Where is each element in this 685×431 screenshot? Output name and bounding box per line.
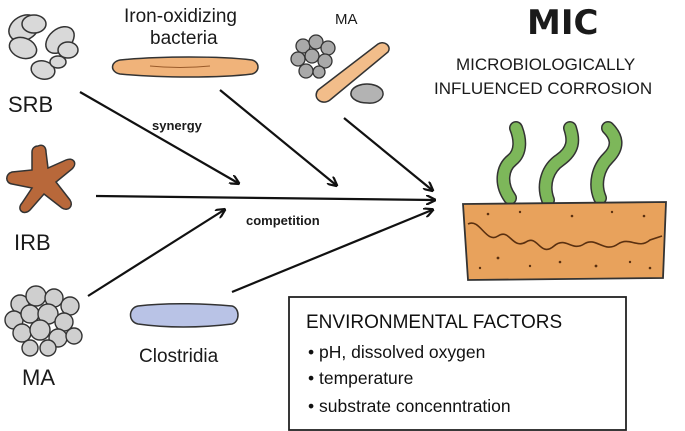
arrow-clostridia-to-mic bbox=[231, 210, 432, 294]
env-factor-item: • substrate concenntration bbox=[308, 396, 511, 416]
iron-bacteria-label-line1: Iron-oxidizing bbox=[124, 6, 237, 27]
clostridia-label: Clostridia bbox=[139, 346, 219, 367]
interaction-arrows bbox=[79, 89, 434, 297]
ma-cluster-left-icon bbox=[4, 285, 83, 357]
env-factors-title: ENVIRONMENTAL FACTORS bbox=[306, 312, 562, 333]
arrow-irb-to-mic bbox=[95, 194, 434, 200]
biofilm-filaments-icon bbox=[496, 121, 623, 207]
iron-bacteria-detail bbox=[149, 65, 211, 68]
synergy-label: synergy bbox=[152, 118, 203, 133]
ma-left-label: MA bbox=[22, 365, 55, 390]
ma-top-blob-icon bbox=[350, 83, 384, 104]
ma-top-label: MA bbox=[335, 11, 358, 28]
mic-subtitle-line2: INFLUENCED CORROSION bbox=[434, 79, 652, 98]
irb-label: IRB bbox=[14, 230, 51, 255]
clostridia-rod-icon bbox=[129, 302, 239, 328]
competition-label: competition bbox=[246, 213, 320, 228]
srb-bacteria-icon bbox=[8, 14, 79, 80]
mic-subtitle-line1: MICROBIOLOGICALLY bbox=[456, 55, 635, 74]
arrow-iron-to-junction bbox=[219, 89, 336, 185]
arrow-ma-top-to-mic bbox=[343, 117, 432, 190]
corrosion-pits-icon bbox=[478, 210, 652, 270]
corrosion-line-icon bbox=[467, 222, 663, 251]
irb-bacteria-icon bbox=[6, 144, 76, 214]
ma-top-rod-icon bbox=[315, 41, 390, 103]
mic-title: MIC bbox=[527, 3, 598, 43]
environmental-factors-box bbox=[288, 296, 627, 431]
iron-bacteria-label-line2: bacteria bbox=[150, 28, 218, 49]
srb-label: SRB bbox=[8, 92, 53, 117]
arrow-ma-to-junction bbox=[87, 210, 224, 297]
env-factor-item: • pH, dissolved oxygen bbox=[308, 342, 485, 362]
env-factor-item: • temperature bbox=[308, 368, 413, 388]
metal-substrate-icon bbox=[462, 201, 667, 281]
ma-top-cluster-icon bbox=[290, 34, 336, 79]
arrow-srb-to-junction bbox=[79, 91, 238, 183]
